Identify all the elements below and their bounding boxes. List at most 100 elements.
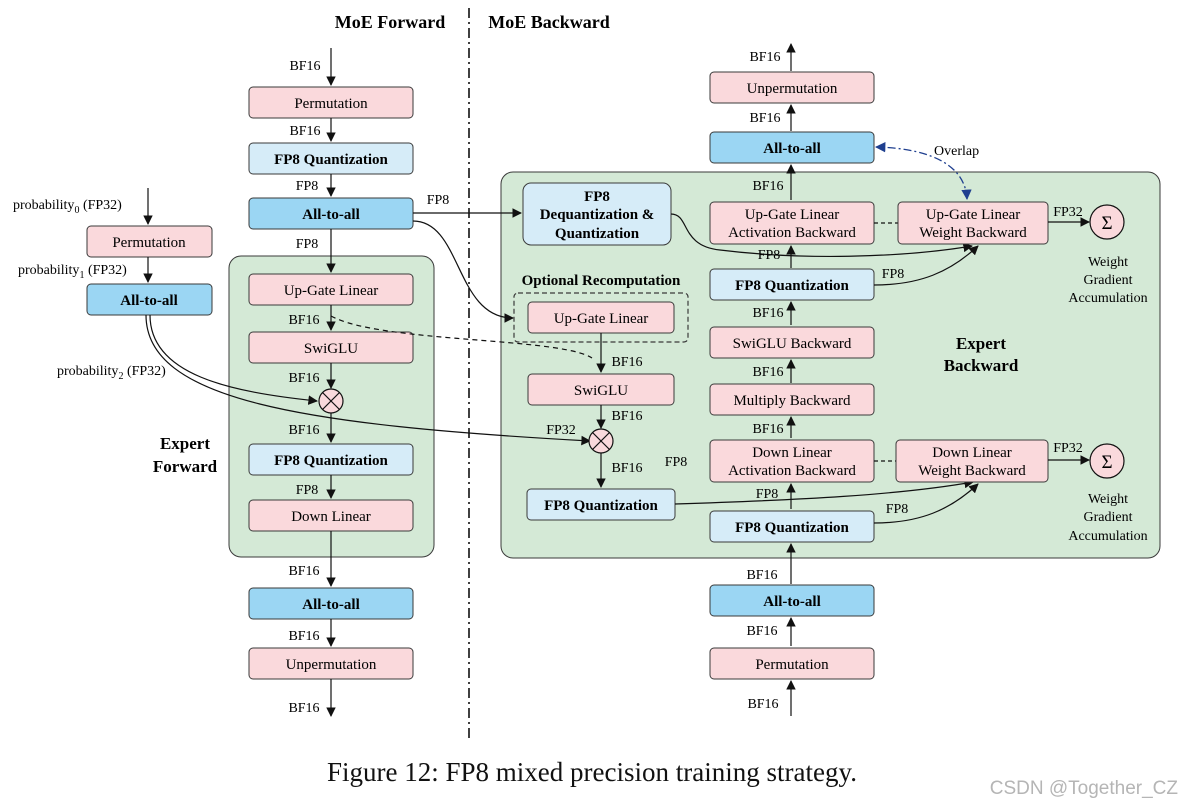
bwd-bf16-f: BF16	[611, 461, 642, 476]
bwd-alltoall-bottom-box	[709, 584, 875, 617]
bwd-bf16-out: BF16	[749, 50, 780, 65]
fwd-permutation: Permutation	[294, 96, 368, 112]
expert-backward-1: Expert	[956, 334, 1006, 353]
sigma-icon-1	[1089, 204, 1125, 240]
acc1-3: Accumulation	[1068, 291, 1147, 306]
fwd-unpermutation: Unpermutation	[286, 657, 377, 673]
acc2-2: Gradient	[1084, 510, 1133, 525]
bwd-bf16-d: BF16	[611, 355, 642, 370]
bwd-alltoall-bottom: All-to-all	[763, 594, 821, 610]
fwd-fp8-quant-2: FP8 Quantization	[274, 453, 388, 469]
expert-forward-label-1: Expert	[160, 434, 210, 453]
bwd-fp8-c: FP8	[665, 455, 688, 470]
ug-act-bwd-1: Up-Gate Linear	[745, 207, 840, 223]
recomp-frame	[513, 292, 689, 343]
bwd-alltoall-top: All-to-all	[763, 141, 821, 157]
header-backward: MoE Backward	[488, 12, 610, 32]
swiglu-bwd-box	[709, 326, 875, 359]
bwd-unpermutation: Unpermutation	[747, 81, 838, 97]
figure-caption: Figure 12: FP8 mixed precision training …	[327, 757, 857, 787]
acc1-2: Gradient	[1084, 273, 1133, 288]
bwd-fp32-c: FP32	[1053, 441, 1083, 456]
dequant-line-1: FP8	[584, 189, 610, 205]
header-forward: MoE Forward	[335, 12, 445, 32]
fwd-alltoall-1: All-to-all	[302, 207, 360, 223]
expert-forward-label-2: Forward	[153, 457, 218, 476]
acc2-3: Accumulation	[1068, 529, 1147, 544]
down-w-bwd-1: Down Linear	[932, 445, 1012, 461]
overlap-label: Overlap	[934, 144, 979, 159]
moe-fp8-diagram: MoE Forward MoE Backward probability0 (F…	[13, 8, 1161, 740]
multiply-bwd-box	[709, 383, 875, 416]
bwd-fp32-a: FP32	[1053, 205, 1083, 220]
bwd-fp32-b: FP32	[546, 423, 576, 438]
dequant-line-2: Dequantization &	[540, 207, 655, 223]
ug-w-bwd-1: Up-Gate Linear	[926, 207, 1021, 223]
fwd-bf16-in: BF16	[289, 59, 320, 74]
fwd-down: Down Linear	[291, 509, 371, 525]
recomp-fp8quant: FP8 Quantization	[544, 498, 658, 514]
recomp-swiglu: SwiGLU	[574, 383, 628, 399]
fwd-bf16-d: BF16	[288, 423, 319, 438]
prob1-label: probability1 (FP32)	[18, 263, 127, 281]
bwd-bf16-b: BF16	[752, 179, 783, 194]
bwd-fp8-quant-b: FP8 Quantization	[735, 520, 849, 536]
bwd-bf16-e: BF16	[611, 409, 642, 424]
bwd-bf16-e2: BF16	[752, 365, 783, 380]
side-alltoall: All-to-all	[120, 293, 178, 309]
bwd-permutation-box	[709, 647, 875, 680]
fwd-fp8-right: FP8	[427, 193, 450, 208]
fwd-fp8-quant-1: FP8 Quantization	[274, 152, 388, 168]
recomp-fp8quant-box	[526, 488, 676, 521]
fwd-bf16-e: BF16	[288, 564, 319, 579]
ug-w-bwd-2: Weight Backward	[919, 225, 1027, 241]
fwd-bf16-f: BF16	[288, 629, 319, 644]
bwd-unpermutation-box	[709, 71, 875, 104]
side-permutation-box	[86, 225, 213, 258]
watermark: CSDN @Together_CZ	[989, 778, 1178, 799]
down-w-bwd-2: Weight Backward	[918, 463, 1026, 479]
bwd-fp8-e: FP8	[886, 502, 909, 517]
down-act-bwd-1: Down Linear	[752, 445, 832, 461]
bwd-alltoall-top-box	[709, 131, 875, 164]
multiply-bwd: Multiply Backward	[733, 393, 851, 409]
acc2-1: Weight	[1088, 492, 1128, 507]
bwd-fp8-a: FP8	[758, 248, 781, 263]
bwd-bf16-f2: BF16	[752, 422, 783, 437]
acc1-1: Weight	[1088, 255, 1128, 270]
sigma-icon-2	[1089, 443, 1125, 479]
sigma-2: Σ	[1101, 452, 1112, 473]
fwd-fp8-a: FP8	[296, 179, 319, 194]
bwd-bf16-h: BF16	[746, 568, 777, 583]
fwd-upgate: Up-Gate Linear	[284, 283, 379, 299]
bwd-bf16-a: BF16	[749, 111, 780, 126]
ug-act-bwd-2: Activation Backward	[728, 225, 856, 241]
recomp-title: Optional Recomputation	[522, 273, 681, 289]
side-permutation: Permutation	[112, 235, 186, 251]
fwd-bf16-out: BF16	[288, 701, 319, 716]
fwd-bf16-b: BF16	[288, 313, 319, 328]
prob2-label: probability2 (FP32)	[57, 364, 166, 382]
bwd-bf16-c: BF16	[752, 306, 783, 321]
dequant-line-3: Quantization	[555, 226, 640, 242]
bwd-permutation: Permutation	[755, 657, 829, 673]
bwd-bf16-in: BF16	[747, 697, 778, 712]
fwd-fp8-c: FP8	[296, 483, 319, 498]
expert-backward-2: Backward	[944, 356, 1019, 375]
fwd-bf16-c: BF16	[288, 371, 319, 386]
sigma-1: Σ	[1101, 213, 1112, 234]
ug-w-bwd-box	[897, 201, 1049, 245]
bwd-bf16-i: BF16	[746, 624, 777, 639]
bwd-fp8-quant-b-box	[709, 510, 875, 543]
fwd-swiglu: SwiGLU	[304, 341, 358, 357]
fwd-fp8-b: FP8	[296, 237, 319, 252]
down-act-bwd-2: Activation Backward	[728, 463, 856, 479]
bwd-fp8-quant-a: FP8 Quantization	[735, 278, 849, 294]
bwd-fp8-d: FP8	[756, 487, 779, 502]
fwd-bf16-a: BF16	[289, 124, 320, 139]
fwd-alltoall-2: All-to-all	[302, 597, 360, 613]
bwd-fp8-b: FP8	[882, 267, 905, 282]
prob0-label: probability0 (FP32)	[13, 198, 122, 216]
down-w-bwd-box	[895, 439, 1049, 483]
recomp-upgate: Up-Gate Linear	[554, 311, 649, 327]
